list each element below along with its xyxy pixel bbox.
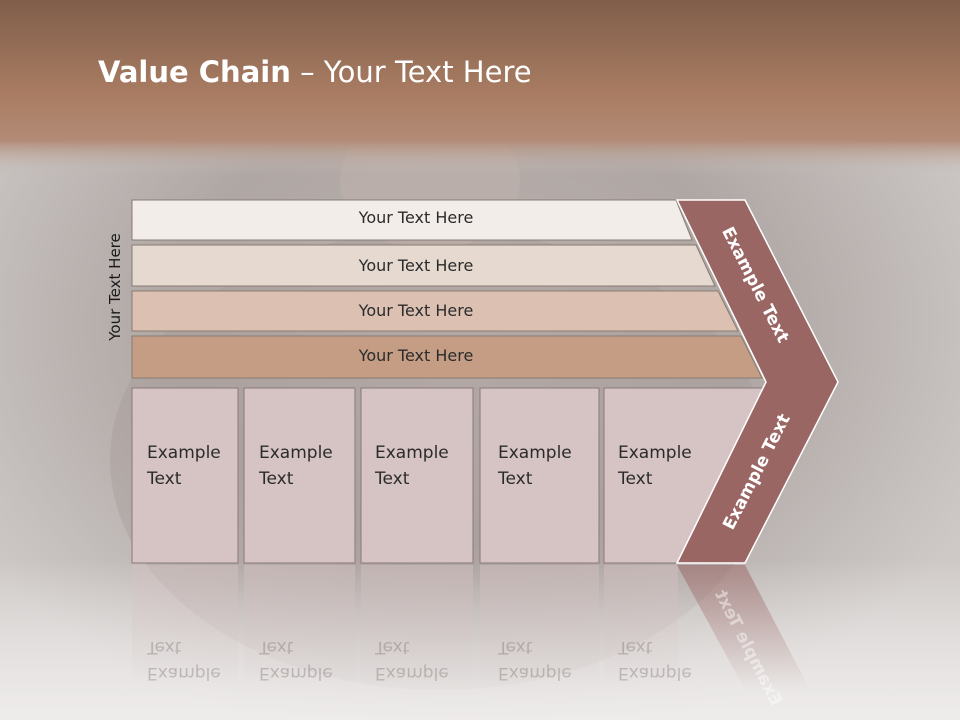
column-reflection-label-4-line2: Text: [498, 637, 533, 657]
row-bar-4: [131, 335, 763, 379]
column-reflection-label-5: Example Text: [618, 634, 692, 686]
column-reflection-5: [604, 565, 678, 690]
chevron-reflection: [677, 565, 810, 690]
row-bar-3: [131, 290, 739, 332]
column-label-4-line2: Text: [498, 469, 533, 489]
column-reflection-label-3-line2: Text: [375, 637, 410, 657]
column-reflection-label-4-line1: Example: [498, 663, 572, 683]
column-box-1: [131, 387, 239, 564]
title-bold-part: Value Chain: [98, 55, 291, 89]
column-label-5-line1: Example: [618, 443, 692, 463]
chevron-arrow: [675, 199, 839, 564]
column-label-3-line2: Text: [375, 469, 410, 489]
row-label-3: Your Text Here: [358, 301, 474, 320]
column-reflection-1: [132, 565, 238, 690]
column-reflection-2: [244, 565, 355, 690]
column-label-5-line2: Text: [618, 469, 653, 489]
row-label-4: Your Text Here: [358, 346, 474, 365]
column-label-2-line2: Text: [259, 469, 294, 489]
column-label-2-line1: Example: [259, 443, 333, 463]
title-rest-part: – Your Text Here: [290, 55, 532, 89]
column-reflection-label-5-line2: Text: [618, 637, 653, 657]
column-box-2: [243, 387, 356, 564]
column-label-1-line1: Example: [147, 443, 221, 463]
column-reflection-label-1-line1: Example: [147, 663, 221, 683]
column-reflection-label-2-line2: Text: [259, 637, 294, 657]
column-reflection-label-1-line2: Text: [147, 637, 182, 657]
column-label-4-line1: Example: [498, 443, 572, 463]
row-label-1: Your Text Here: [358, 208, 474, 227]
column-box-4: [479, 387, 600, 564]
column-reflection-label-2: Example Text: [259, 634, 333, 686]
column-reflection-3: [361, 565, 473, 690]
row-label-2: Your Text Here: [358, 256, 474, 275]
row-bar-1: [131, 199, 693, 241]
column-reflection-4: [480, 565, 599, 690]
column-reflection-label-2-line1: Example: [259, 663, 333, 683]
column-reflection-label-3-line1: Example: [375, 663, 449, 683]
column-reflection-label-4: Example Text: [498, 634, 572, 686]
column-label-3-line1: Example: [375, 443, 449, 463]
column-reflection-label-5-line1: Example: [618, 663, 692, 683]
slide-title: Value Chain – Your Text Here: [98, 55, 532, 89]
column-reflection-label-1: Example Text: [147, 634, 221, 686]
column-box-3: [360, 387, 474, 564]
row-bar-2: [131, 244, 716, 287]
column-reflection-label-3: Example Text: [375, 634, 449, 686]
column-label-1-line2: Text: [147, 469, 182, 489]
